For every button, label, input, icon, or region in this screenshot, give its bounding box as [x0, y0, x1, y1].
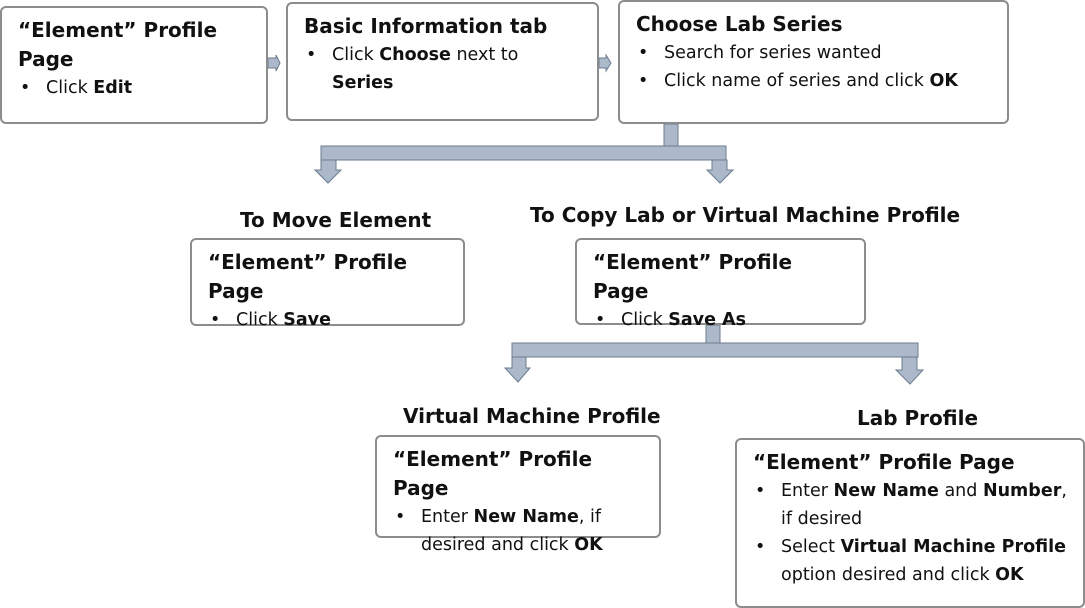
bullet-item: Click Edit: [18, 74, 252, 102]
bullet-item: Enter New Name and Number, if desired: [753, 477, 1069, 533]
branch-connector-2: [503, 324, 925, 385]
step-choose-lab-series: Choose Lab Series Search for series want…: [618, 0, 1009, 124]
text: Enter: [421, 507, 474, 527]
bullet-list: Enter New Name, if desired and click OK: [393, 503, 645, 559]
bold-text: OK: [995, 565, 1024, 585]
bullet-item: Click Choose next to Series: [304, 41, 583, 97]
bullet-item: Click Save As: [593, 306, 850, 334]
bold-text: Save: [283, 310, 331, 330]
bold-text: Choose: [379, 45, 451, 65]
heading-virtual-machine-profile: Virtual Machine Profile: [403, 404, 661, 428]
box-title: “Element” Profile Page: [208, 250, 408, 303]
heading-lab-profile: Lab Profile: [857, 406, 979, 430]
arrow-right-2: [598, 53, 612, 73]
bullet-item: Enter New Name, if desired and click OK: [393, 503, 645, 559]
bullet-list: Enter New Name and Number, if desired Se…: [753, 477, 1069, 589]
bullet-list: Click Edit: [18, 74, 252, 102]
bold-text: Save As: [668, 310, 747, 330]
arrow-right-1: [267, 54, 281, 72]
bold-text: New Name: [833, 481, 939, 501]
box-title: “Element” Profile Page: [393, 447, 593, 500]
bold-text: Edit: [93, 78, 133, 98]
text: , if desired: [781, 481, 1067, 529]
step-element-profile-edit: “Element” Profile Page Click Edit: [0, 6, 268, 124]
text: Click: [332, 45, 380, 65]
text: Enter: [781, 481, 834, 501]
step-copy-save-as: “Element” Profile Page Click Save As: [575, 238, 866, 334]
bold-text: Series: [332, 73, 394, 93]
box-title: “Element” Profile Page: [18, 18, 218, 71]
step-basic-information-tab: Basic Information tab Click Choose next …: [286, 2, 599, 121]
heading-copy-profile: To Copy Lab or Virtual Machine Profile: [530, 203, 961, 227]
text: , if desired and click: [421, 507, 602, 555]
branch-connector-1: [313, 123, 735, 184]
bold-text: Number: [982, 481, 1062, 501]
bold-text: OK: [929, 71, 958, 91]
bold-text: New Name: [473, 507, 579, 527]
box-title: “Element” Profile Page: [593, 250, 793, 303]
text: next to: [450, 45, 519, 65]
text: Select: [781, 537, 841, 557]
bullet-item: Select Virtual Machine Profile option de…: [753, 533, 1069, 589]
bullet-item: Search for series wanted: [636, 39, 993, 67]
heading-move-element: To Move Element: [240, 208, 432, 232]
step-vm-new-name: “Element” Profile Page Enter New Name, i…: [375, 435, 661, 555]
text: option desired and click: [781, 565, 996, 585]
step-lab-new-name: “Element” Profile Page Enter New Name an…: [735, 438, 1085, 608]
bold-text: OK: [574, 535, 603, 555]
text: Click name of series and click: [664, 71, 930, 91]
bullet-item: Click Save: [208, 306, 449, 334]
box-title: Basic Information tab: [304, 14, 548, 38]
bullet-list: Click Save: [208, 306, 449, 334]
text: and: [938, 481, 983, 501]
bullet-list: Click Choose next to Series: [304, 41, 583, 97]
bullet-list: Search for series wanted Click name of s…: [636, 39, 993, 95]
box-title: “Element” Profile Page: [753, 450, 1015, 474]
bold-text: Virtual Machine Profile: [840, 537, 1066, 557]
step-move-save: “Element” Profile Page Click Save: [190, 238, 465, 334]
text: Click: [46, 78, 94, 98]
text: Click: [621, 310, 669, 330]
bullet-item: Click name of series and click OK: [636, 67, 993, 95]
text: Click: [236, 310, 284, 330]
bullet-list: Click Save As: [593, 306, 850, 334]
box-title: Choose Lab Series: [636, 12, 843, 36]
